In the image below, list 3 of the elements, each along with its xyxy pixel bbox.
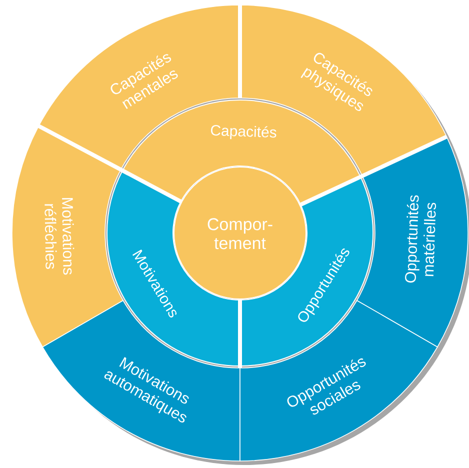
wheel-segment: Motivations réfléchies [12,126,124,348]
wheel-segment: Opportunités matérielles [356,136,468,348]
node-label: Opportunités matérielles [405,195,436,283]
